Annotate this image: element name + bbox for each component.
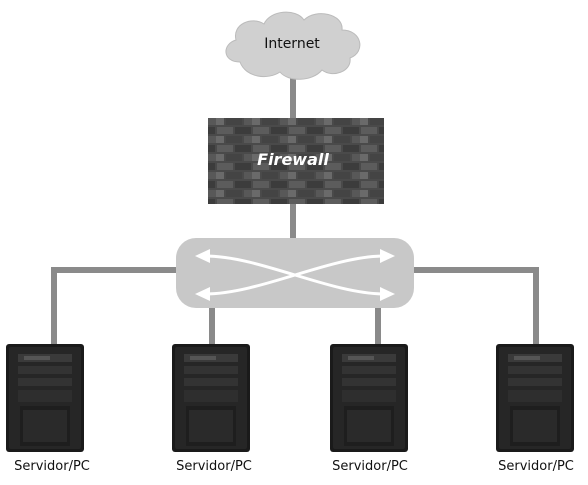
arrowhead-bottom-left bbox=[195, 287, 210, 301]
arrowhead-top-left bbox=[195, 249, 210, 263]
arrowhead-bottom-right bbox=[380, 287, 395, 301]
server-label: Servidor/PC bbox=[498, 459, 574, 474]
connections bbox=[51, 78, 539, 348]
tower-server-icon bbox=[6, 344, 84, 452]
tower-server-icon bbox=[496, 344, 574, 452]
tower-server-icon bbox=[172, 344, 250, 452]
server-label: Servidor/PC bbox=[176, 459, 252, 474]
server-label: Servidor/PC bbox=[332, 459, 408, 474]
server-1 bbox=[6, 344, 84, 452]
switch-arrow-bottom bbox=[204, 254, 386, 296]
arrowhead-top-right bbox=[380, 249, 395, 263]
server-2 bbox=[172, 344, 250, 452]
server-label: Servidor/PC bbox=[14, 459, 90, 474]
tower-server-icon bbox=[330, 344, 408, 452]
link-switch-server-1 bbox=[51, 267, 180, 348]
switch-box bbox=[176, 238, 414, 308]
switch-icon bbox=[176, 238, 414, 308]
server-4 bbox=[496, 344, 574, 452]
firewall-label: Firewall bbox=[257, 150, 329, 169]
internet-cloud-icon: Internet bbox=[225, 11, 361, 80]
brick-wall-icon: Firewall bbox=[208, 118, 384, 204]
link-switch-server-4 bbox=[410, 267, 539, 348]
internet-label: Internet bbox=[264, 36, 320, 52]
server-3 bbox=[330, 344, 408, 452]
firewall-box bbox=[208, 118, 384, 204]
